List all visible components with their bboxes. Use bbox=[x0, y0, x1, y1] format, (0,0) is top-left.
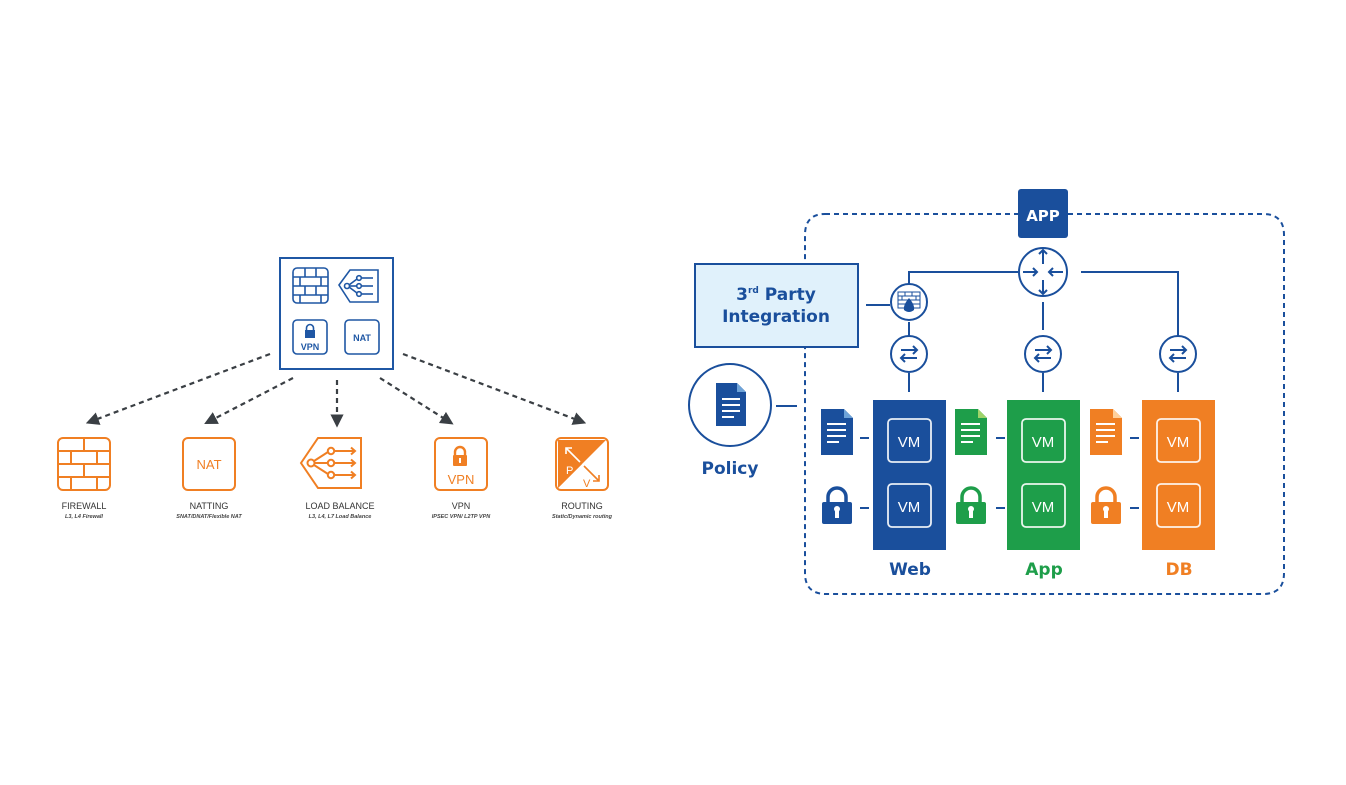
hub-firewall-icon bbox=[292, 267, 329, 304]
vm-label: VM bbox=[898, 499, 921, 516]
policy-document-icon bbox=[955, 409, 987, 455]
arrow-to-vpn bbox=[379, 377, 454, 425]
third-party-integration-box: 3rd Party Integration bbox=[694, 263, 859, 348]
app-badge: APP bbox=[1018, 189, 1068, 238]
lock-icon bbox=[1091, 486, 1121, 524]
hub-vpn-label: VPN bbox=[301, 342, 320, 352]
hub-nat-icon: NAT bbox=[344, 319, 380, 355]
routing-v-label: V bbox=[583, 478, 591, 490]
vm-box: VM bbox=[1156, 418, 1201, 463]
app-boundary bbox=[804, 213, 1285, 595]
switch-icon bbox=[890, 335, 928, 373]
service-title: ROUTING bbox=[561, 501, 603, 511]
policy-node: Policy bbox=[688, 363, 772, 479]
service-vpn: VPN VPN IPSEC VPN/ L2TP VPN bbox=[432, 437, 492, 520]
service-title: LOAD BALANCE bbox=[305, 501, 374, 511]
vm-box: VM bbox=[1156, 483, 1201, 528]
policy-document-icon bbox=[716, 383, 746, 426]
tier-label: App bbox=[1025, 560, 1063, 580]
vpn-icon: VPN bbox=[434, 437, 488, 491]
tier-column bbox=[873, 400, 946, 550]
hub-nat-label: NAT bbox=[353, 333, 371, 343]
arrow-to-nat bbox=[204, 377, 294, 425]
app-badge-label: APP bbox=[1026, 207, 1060, 225]
tier-db: VM VM DB bbox=[1090, 400, 1215, 580]
tier-columns: VM VM Web VM VM App VM VM DB bbox=[821, 400, 1215, 580]
service-subtitle: L3, L4, L7 Load Balance bbox=[309, 514, 372, 520]
policy-label: Policy bbox=[702, 459, 759, 479]
network-services-diagram: VPN NAT bbox=[57, 257, 613, 520]
vm-label: VM bbox=[1032, 434, 1055, 451]
service-subtitle: IPSEC VPN/ L2TP VPN bbox=[432, 514, 492, 520]
vpn-icon-label: VPN bbox=[448, 472, 475, 487]
switch-icons bbox=[890, 335, 1197, 373]
vm-box: VM bbox=[1021, 418, 1066, 463]
lock-icon bbox=[822, 486, 852, 524]
vm-label: VM bbox=[1032, 499, 1055, 516]
hub-load-balancer-icon bbox=[338, 269, 379, 303]
tier-label: DB bbox=[1165, 560, 1192, 580]
load-balancer-icon bbox=[299, 437, 362, 489]
vm-box: VM bbox=[887, 483, 932, 528]
service-arrows bbox=[85, 352, 587, 428]
service-title: FIREWALL bbox=[62, 501, 107, 511]
arrow-to-firewall bbox=[85, 352, 271, 425]
firewall-circle-icon bbox=[890, 283, 928, 321]
tier-label: Web bbox=[889, 560, 931, 580]
firewall-icon bbox=[57, 437, 111, 491]
routing-p-label: P bbox=[566, 465, 573, 477]
vm-label: VM bbox=[1167, 499, 1190, 516]
tier-column bbox=[1142, 400, 1215, 550]
tier-web: VM VM Web bbox=[821, 400, 946, 580]
lock-icon bbox=[956, 486, 986, 524]
service-firewall: FIREWALL L3, L4 Firewall bbox=[57, 437, 111, 520]
hub-vpn-icon: VPN bbox=[292, 319, 328, 355]
nat-icon: NAT bbox=[182, 437, 236, 491]
service-subtitle: Static/Dynamic routing bbox=[552, 514, 613, 520]
service-routing: P V ROUTING Static/Dynamic routing bbox=[552, 437, 613, 520]
service-title: NATTING bbox=[190, 501, 229, 511]
service-load-balance: LOAD BALANCE L3, L4, L7 Load Balance bbox=[299, 437, 375, 520]
service-title: VPN bbox=[452, 501, 471, 511]
vm-label: VM bbox=[1167, 434, 1190, 451]
tier-app: VM VM App bbox=[955, 400, 1080, 580]
vm-box: VM bbox=[887, 418, 932, 463]
vm-label: VM bbox=[898, 434, 921, 451]
vm-box: VM bbox=[1021, 483, 1066, 528]
app-architecture-diagram: APP bbox=[688, 189, 1285, 595]
switch-icon bbox=[1024, 335, 1062, 373]
service-natting: NAT NATTING SNAT/DNAT/Flexible NAT bbox=[176, 437, 242, 520]
policy-document-icon bbox=[1090, 409, 1122, 455]
service-subtitle: L3, L4 Firewall bbox=[65, 514, 103, 520]
service-subtitle: SNAT/DNAT/Flexible NAT bbox=[176, 514, 242, 520]
connector-lines bbox=[776, 271, 1179, 509]
router-icon bbox=[1018, 247, 1068, 297]
third-party-line1: 3rd Party bbox=[736, 285, 816, 305]
routing-icon: P V bbox=[555, 437, 609, 491]
switch-icon bbox=[1159, 335, 1197, 373]
third-party-line2: Integration bbox=[722, 307, 830, 327]
policy-document-icon bbox=[821, 409, 853, 455]
arrow-to-routing bbox=[402, 352, 587, 425]
hub-box: VPN NAT bbox=[279, 257, 394, 370]
tier-column bbox=[1007, 400, 1080, 550]
nat-icon-label: NAT bbox=[196, 457, 221, 472]
